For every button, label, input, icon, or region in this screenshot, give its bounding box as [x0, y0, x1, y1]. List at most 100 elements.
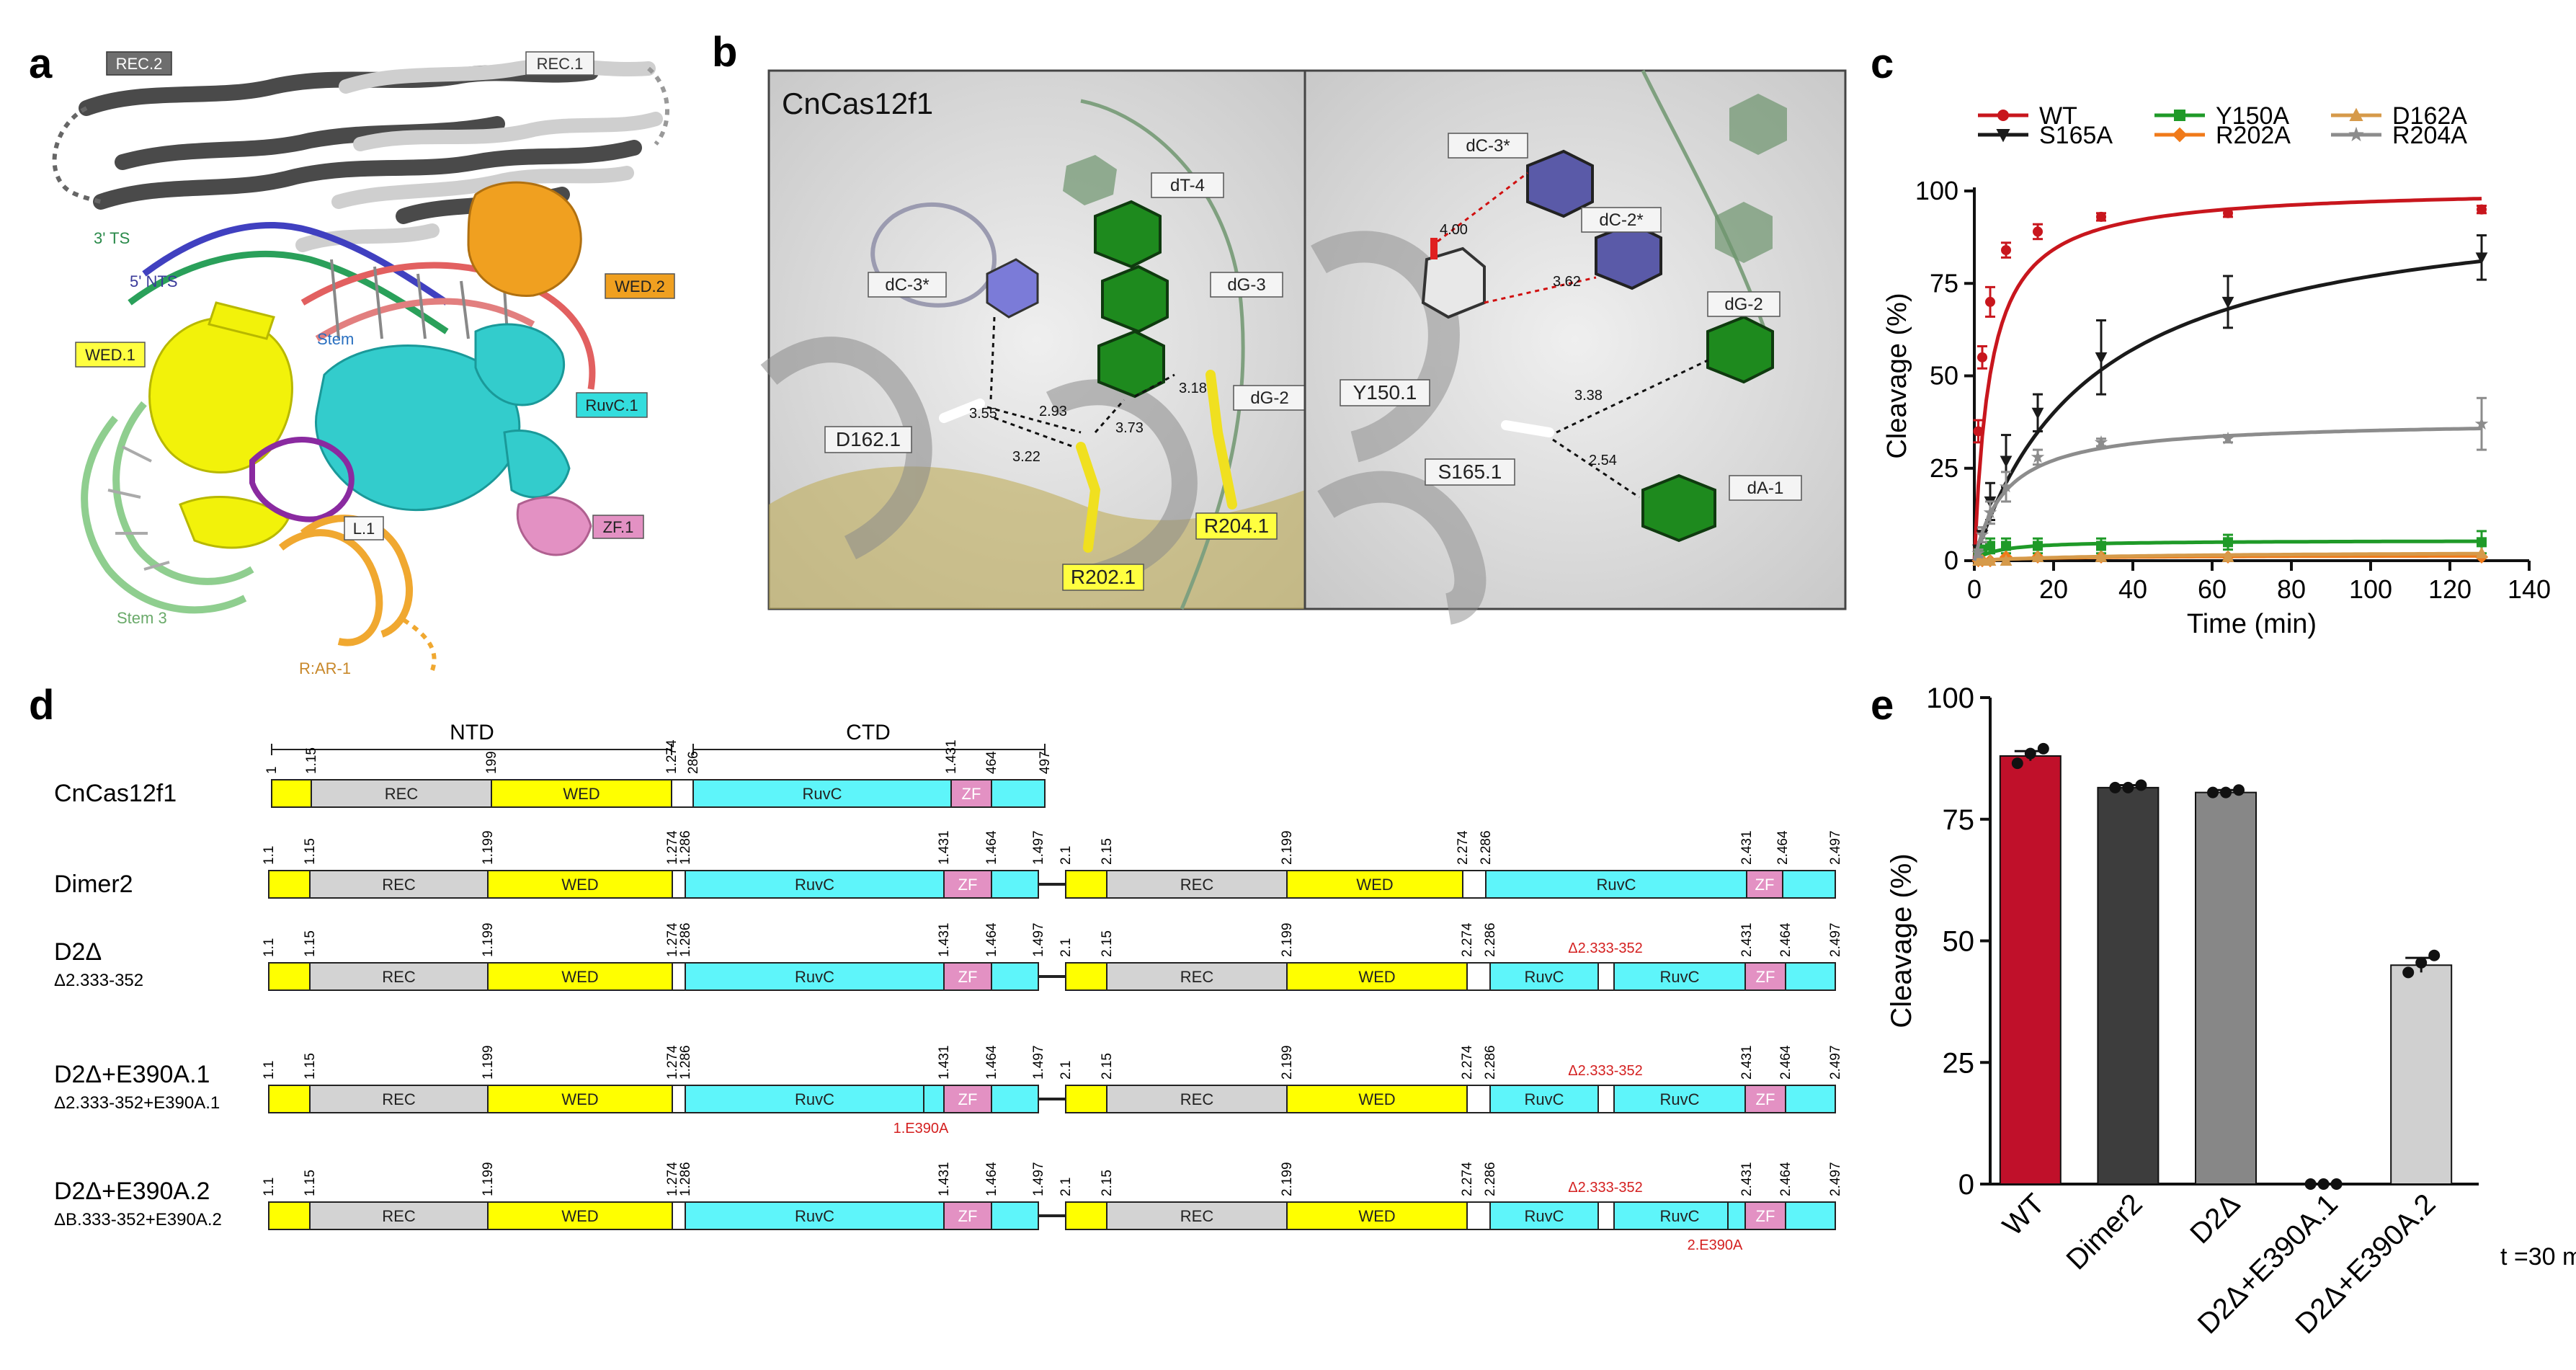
y-tick-label: 100 [1915, 176, 1958, 205]
legend-label: D162A [2392, 102, 2467, 130]
chart-c-xlabel: Time (min) [2187, 609, 2317, 639]
domain-gap [1597, 1201, 1615, 1230]
legend-label: R202A [2216, 122, 2291, 149]
residue-tick: 1.286 [678, 922, 693, 957]
residue-tick: 1.431 [937, 1162, 952, 1196]
y-tick-label: 25 [1943, 1047, 1975, 1079]
residue-tick: 2.274 [1460, 1045, 1475, 1080]
residue-tick: 1.15 [304, 747, 319, 774]
zf1-label-box [592, 515, 644, 539]
residue-tick: 2.199 [1280, 1162, 1295, 1196]
bar [2390, 964, 2453, 1185]
residue-tick: 1.1 [262, 1178, 277, 1196]
domain-rec [309, 870, 489, 899]
residue-tick: 2.274 [1460, 922, 1475, 957]
domain-zf [943, 1085, 992, 1113]
dist-left-d: 3.73 [1115, 420, 1144, 436]
residue-tick: 286 [686, 751, 701, 774]
construct-subtitle: Δ2.333-352+E390A.1 [54, 1093, 220, 1113]
residue-tick: 2.15 [1100, 930, 1115, 957]
domain-label-zf: ZF [1756, 1090, 1775, 1108]
panel-b-right-illustration [1311, 69, 1787, 625]
domain-label-ruvc: RuvC [795, 876, 834, 894]
bar-group: D2Δ [2184, 784, 2257, 1250]
label-s165: S165.1 [1438, 461, 1502, 483]
label-box-d162 [824, 426, 912, 453]
x-tick-label: 120 [2428, 574, 2472, 604]
data-point [1976, 553, 1989, 566]
l1-label: L.1 [353, 520, 375, 538]
domain-gap [1597, 1085, 1615, 1113]
legend-marker [2348, 126, 2364, 142]
domain-wed [1286, 870, 1463, 899]
construct-name: D2Δ+E390A.1 [54, 1061, 210, 1088]
label-left-dg2: dG-2 [1250, 388, 1288, 408]
domain-label-wed: WED [561, 968, 598, 986]
residue-tick: 2.464 [1778, 922, 1793, 957]
label-box-s165 [1425, 458, 1515, 486]
data-point [2221, 431, 2235, 445]
domain-label-ruvc: RuvC [795, 1090, 834, 1108]
domain-label-ruvc: RuvC [1524, 968, 1564, 986]
data-point [2096, 541, 2106, 551]
replicate-point [2304, 1178, 2317, 1190]
rec2-label: REC.2 [116, 55, 163, 73]
data-point [1984, 553, 1997, 566]
panel-b-left-illustration [760, 99, 1305, 610]
residue-tick: 2.286 [1483, 1045, 1498, 1080]
label-box-y150 [1340, 379, 1430, 406]
label-box-right-dg2 [1707, 291, 1781, 317]
wed2-label: WED.2 [615, 277, 665, 295]
data-point [2223, 537, 2233, 548]
domain-rec [1106, 962, 1288, 991]
domain-gap [1597, 962, 1615, 991]
residue-tick: 2.286 [1483, 922, 1498, 957]
wed1-label-box [75, 342, 146, 368]
label-right-dg2: dG-2 [1724, 295, 1762, 314]
y-tick-label: 0 [1958, 1169, 1974, 1201]
residue-tick: 2.15 [1100, 1170, 1115, 1196]
residue-tick: 497 [1038, 751, 1053, 774]
label-r202: R202.1 [1071, 566, 1136, 588]
zf1-label: ZF.1 [603, 518, 634, 536]
ts3-label: 3' TS [94, 229, 130, 247]
data-point [2094, 435, 2108, 448]
domain-ruvc [991, 962, 1039, 991]
residue-tick: 2.286 [1483, 1162, 1498, 1196]
data-point [1999, 479, 2013, 493]
x-tick-label: 20 [2039, 574, 2068, 604]
residue-tick: 2.1 [1059, 938, 1074, 957]
ctd-label: CTD [846, 721, 891, 744]
nts5-label: 5' NTS [130, 272, 178, 290]
residue-tick: 1.497 [1031, 830, 1046, 865]
label-right-dc2: dC-2* [1599, 210, 1643, 230]
data-point [1975, 528, 1989, 541]
residue-tick: 2.274 [1460, 1162, 1475, 1196]
residue-tick: 1.1 [262, 1061, 277, 1080]
residue-tick: 2.497 [1828, 1162, 1843, 1196]
domain-label-rec: REC [1180, 1207, 1214, 1225]
domain-end [268, 870, 311, 899]
domain-label-ruvc: RuvC [795, 968, 834, 986]
data-point [1983, 505, 1997, 519]
residue-tick: 1.497 [1031, 1162, 1046, 1196]
domain-wed [487, 1201, 673, 1230]
residue-tick: 2.15 [1100, 1053, 1115, 1080]
replicate-point [2024, 747, 2036, 760]
replicate-point [2135, 779, 2147, 791]
panel-a: a [29, 40, 675, 677]
residue-tick: 1.464 [984, 922, 999, 957]
residue-tick: 2.15 [1100, 838, 1115, 865]
data-point [2221, 296, 2234, 308]
domain-label-wed: WED [1358, 1090, 1395, 1108]
replicate-point [2233, 784, 2245, 796]
domain-zf [1744, 1201, 1786, 1230]
domain-ruvc [1785, 962, 1836, 991]
domain-label-wed: WED [561, 876, 598, 894]
residue-tick: 1.431 [937, 1045, 952, 1080]
domain-label-wed: WED [563, 785, 600, 803]
label-dg3: dG-3 [1227, 275, 1265, 295]
ntd-label: NTD [450, 721, 494, 744]
